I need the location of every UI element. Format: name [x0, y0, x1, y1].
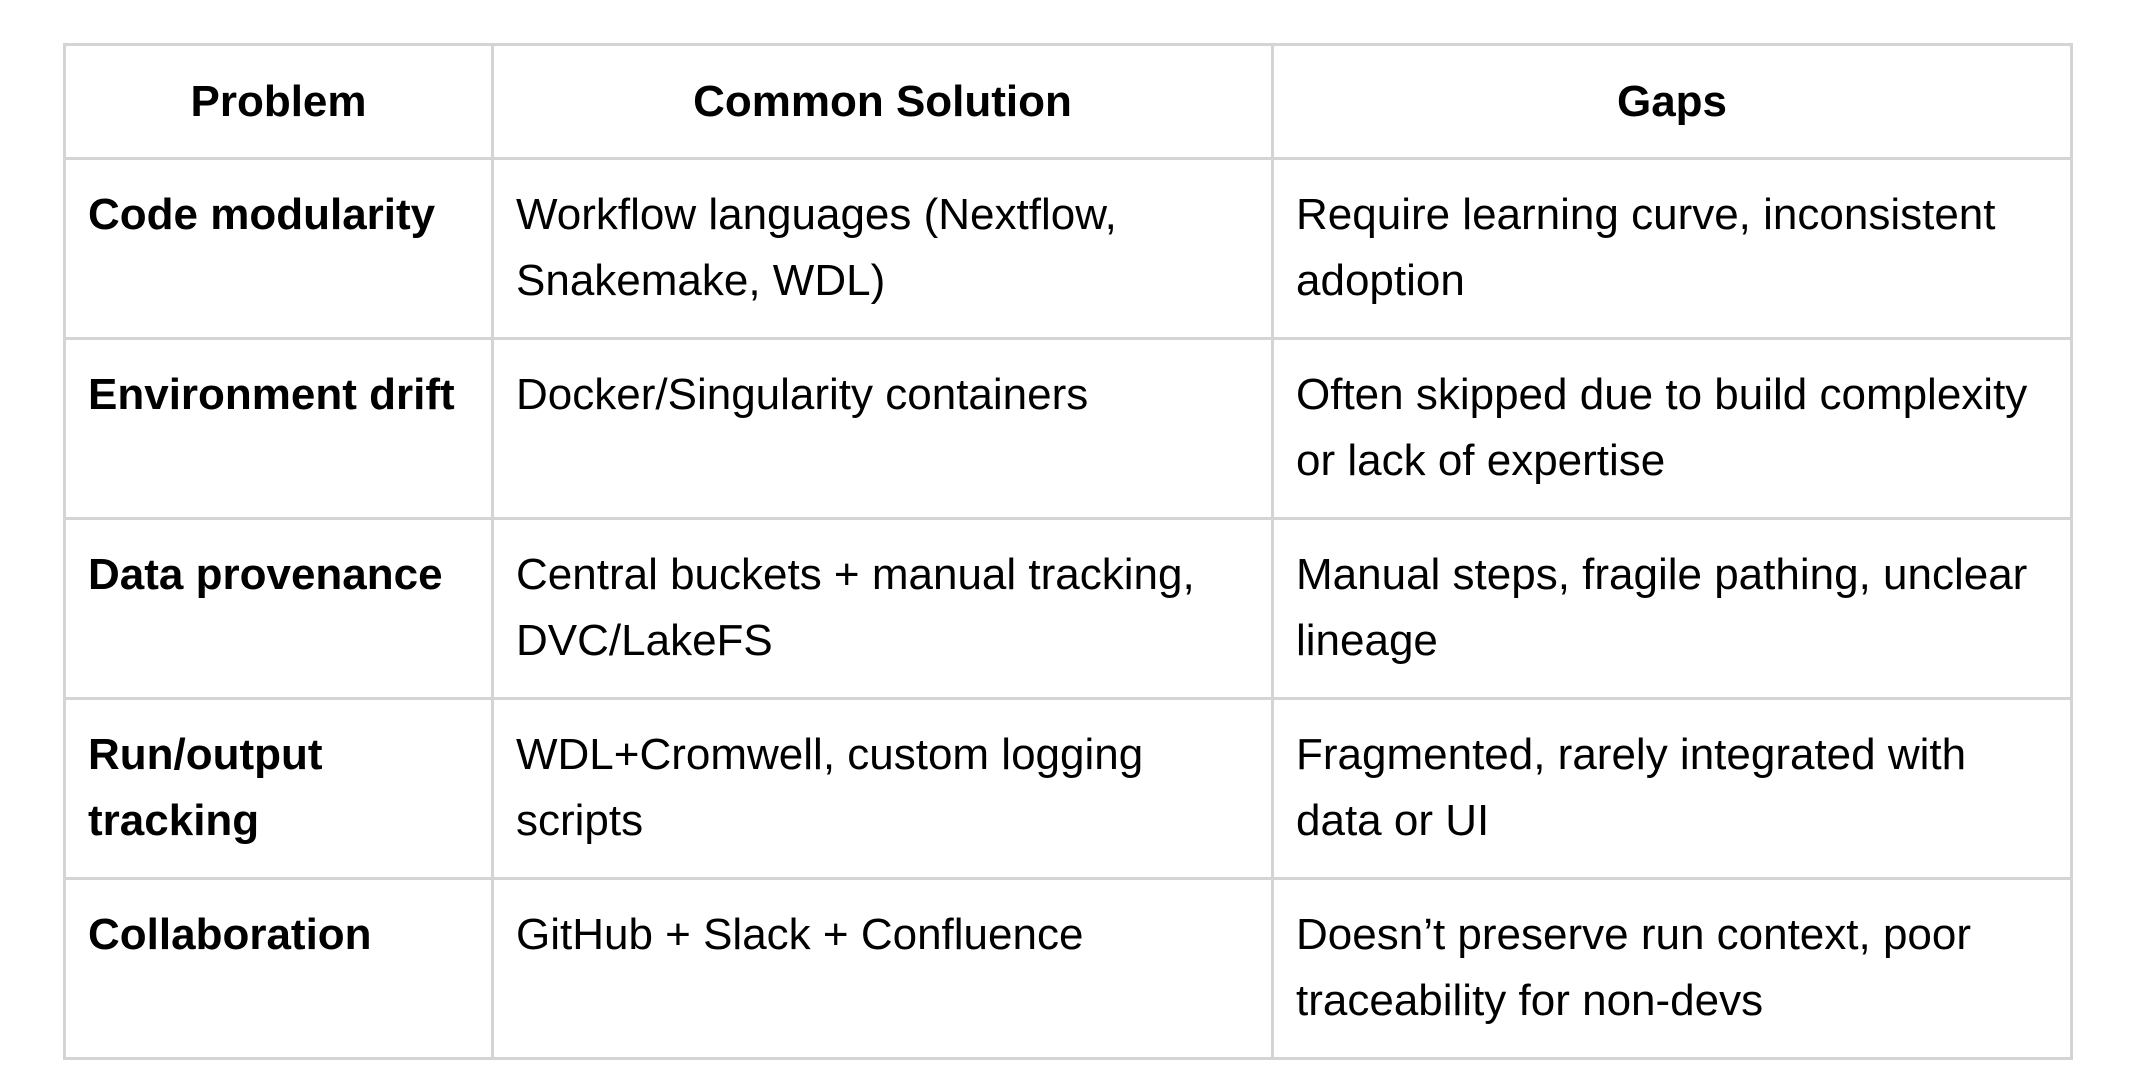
cell-gaps: Fragmented, rarely integrated with data …: [1271, 697, 2073, 880]
table-row: Run/output tracking WDL+Cromwell, custom…: [63, 697, 2073, 880]
column-header-common-solution: Common Solution: [491, 43, 1274, 160]
cell-gaps: Require learning curve, inconsistent ado…: [1271, 157, 2073, 340]
cell-solution: Workflow languages (Nextflow, Snakemake,…: [491, 157, 1274, 340]
table-row: Data provenance Central buckets + manual…: [63, 517, 2073, 700]
cell-gaps: Manual steps, fragile pathing, unclear l…: [1271, 517, 2073, 700]
cell-solution: Docker/Singularity containers: [491, 337, 1274, 520]
cell-solution: WDL+Cromwell, custom logging scripts: [491, 697, 1274, 880]
cell-problem: Collaboration: [63, 877, 494, 1060]
comparison-table-container: Problem Common Solution Gaps Code modula…: [63, 43, 2073, 1060]
cell-gaps: Often skipped due to build complexity or…: [1271, 337, 2073, 520]
column-header-gaps: Gaps: [1271, 43, 2073, 160]
column-header-problem: Problem: [63, 43, 494, 160]
table-row: Code modularity Workflow languages (Next…: [63, 157, 2073, 340]
cell-problem: Run/output tracking: [63, 697, 494, 880]
cell-solution: Central buckets + manual tracking, DVC/L…: [491, 517, 1274, 700]
cell-problem: Data provenance: [63, 517, 494, 700]
comparison-table: Problem Common Solution Gaps Code modula…: [63, 43, 2073, 1060]
table-row: Collaboration GitHub + Slack + Confluenc…: [63, 877, 2073, 1060]
cell-solution: GitHub + Slack + Confluence: [491, 877, 1274, 1060]
table-row: Environment drift Docker/Singularity con…: [63, 337, 2073, 520]
cell-gaps: Doesn’t preserve run context, poor trace…: [1271, 877, 2073, 1060]
table-header-row: Problem Common Solution Gaps: [63, 43, 2073, 160]
cell-problem: Environment drift: [63, 337, 494, 520]
cell-problem: Code modularity: [63, 157, 494, 340]
